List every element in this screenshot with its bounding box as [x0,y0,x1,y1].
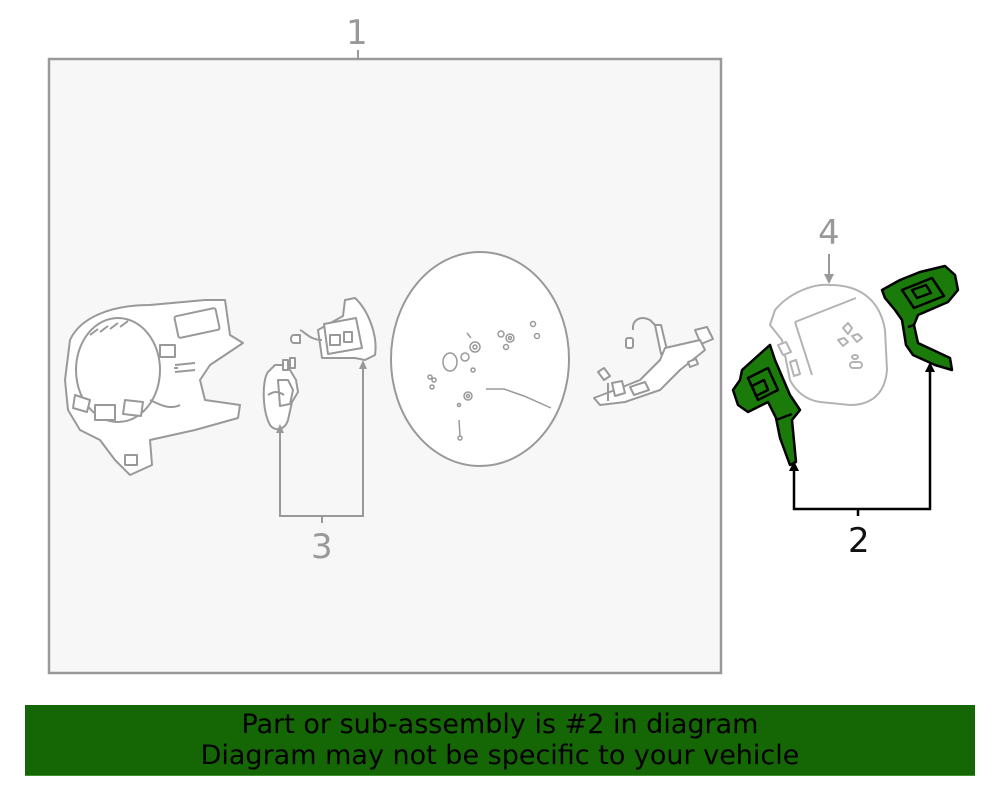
callout-4-leader [824,254,834,284]
callout-label-3[interactable]: 3 [311,527,333,567]
arrowhead-icon [789,461,799,471]
callout-label-1[interactable]: 1 [346,13,368,53]
steering-wheel-frame[interactable] [64,299,244,476]
callout-2-leader [792,370,932,516]
info-banner: Part or sub-assembly is #2 in diagram Di… [25,705,975,776]
switch-left-small[interactable] [262,357,299,431]
callout-label-4[interactable]: 4 [818,213,840,253]
switch-left-highlight[interactable] [731,343,802,467]
arrowhead-icon [925,362,935,372]
arrowhead-icon [359,360,367,369]
arrowhead-icon [276,424,284,433]
banner-disclaimer-text: Diagram may not be specific to your vehi… [200,740,800,771]
steering-wheel-cover-disc[interactable] [390,251,570,467]
arrowhead-icon [824,274,834,284]
callout-3-leader [279,368,364,523]
callout-label-2[interactable]: 2 [848,521,870,561]
switch-right-small[interactable] [290,297,377,361]
switch-right-highlight[interactable] [880,264,960,372]
banner-part-number-text: Part or sub-assembly is #2 in diagram [241,709,759,740]
airbag-module[interactable] [769,283,888,406]
wire-harness[interactable] [593,317,714,406]
